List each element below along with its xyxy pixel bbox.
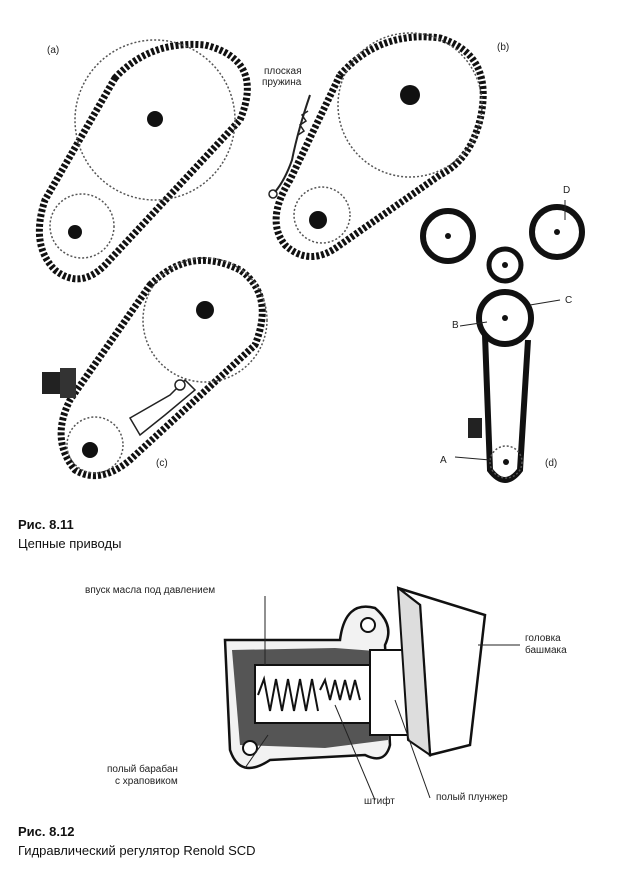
label-drum-line2: с храповиком bbox=[115, 776, 178, 787]
hydraulic-tensioner bbox=[223, 585, 520, 801]
drive-a bbox=[35, 39, 251, 283]
label-shoe-line2: башмака bbox=[525, 645, 567, 656]
label-plunger: полый плунжер bbox=[436, 792, 508, 803]
label-shoe-line1: головка bbox=[525, 633, 561, 644]
caption-number-8-12: Рис. 8.12 bbox=[18, 824, 75, 839]
label-pin: штифт bbox=[364, 796, 395, 807]
label-oil-inlet: впуск масла под давлением bbox=[85, 585, 216, 596]
drive-c bbox=[42, 256, 268, 480]
label-point-c: C bbox=[565, 295, 573, 306]
spring-label-line2: пружина bbox=[262, 77, 302, 88]
drive-b bbox=[268, 32, 487, 260]
label-point-a: A bbox=[440, 455, 447, 466]
caption-text-8-12: Гидравлический регулятор Renold SCD bbox=[18, 843, 256, 858]
drive-d bbox=[420, 200, 585, 483]
label-drum-line1: полый барабан bbox=[107, 764, 178, 775]
label-b: (b) bbox=[497, 42, 510, 53]
caption-text-8-11: Цепные приводы bbox=[18, 536, 122, 551]
spring-label-line1: плоская bbox=[264, 66, 302, 77]
label-d: (d) bbox=[545, 458, 558, 469]
label-c: (c) bbox=[156, 458, 168, 469]
label-a: (a) bbox=[47, 45, 60, 56]
caption-number-8-11: Рис. 8.11 bbox=[18, 517, 74, 532]
label-point-d: D bbox=[563, 185, 571, 196]
label-point-b: B bbox=[452, 320, 459, 331]
